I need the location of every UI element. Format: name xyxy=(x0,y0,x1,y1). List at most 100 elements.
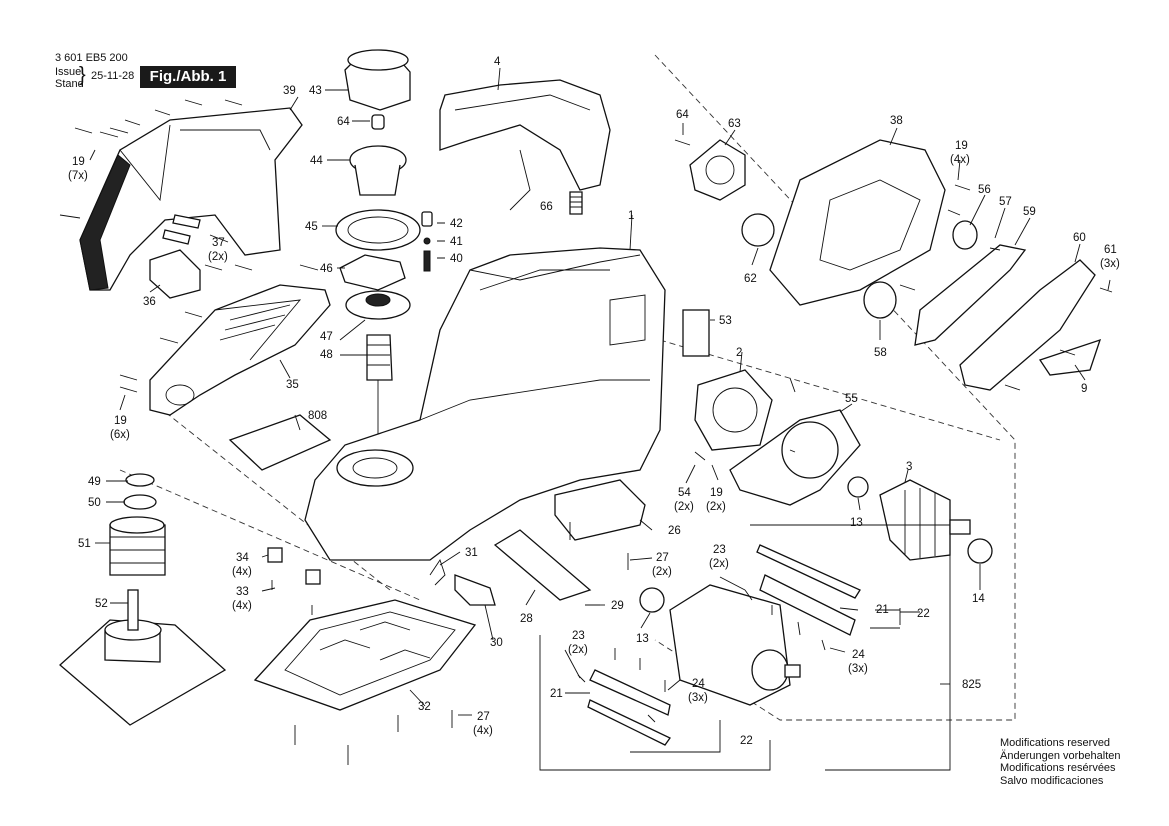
nut-34b xyxy=(305,569,321,585)
label-2: 2 xyxy=(736,347,742,359)
housing-half-35 xyxy=(149,284,331,416)
label-31: 31 xyxy=(465,547,478,559)
label-58: 58 xyxy=(874,347,887,359)
label-57: 57 xyxy=(999,196,1012,208)
armature-3 xyxy=(879,479,971,561)
label-62: 62 xyxy=(744,273,757,285)
label-47: 47 xyxy=(320,331,333,343)
label-13b: 13 xyxy=(636,633,649,645)
label-22a: 22 xyxy=(917,608,930,620)
label-19d-qty: (2x) xyxy=(706,501,726,513)
label-64a: 64 xyxy=(337,116,350,128)
main-housing-1 xyxy=(304,247,666,561)
label-21b: 21 xyxy=(550,688,563,700)
fan-cover-55 xyxy=(729,409,861,506)
label-24b-qty: (3x) xyxy=(688,692,708,704)
figure-title: Fig./Abb. 1 xyxy=(140,66,236,88)
base-plate-32 xyxy=(253,599,477,711)
modification-notes: Modifications reserved Änderungen vorbeh… xyxy=(1000,737,1120,787)
label-50: 50 xyxy=(88,497,101,509)
label-34-qty: (4x) xyxy=(232,566,252,578)
label-55: 55 xyxy=(845,393,858,405)
label-37: 37 xyxy=(212,237,225,249)
label-42: 42 xyxy=(450,218,463,230)
label-46: 46 xyxy=(320,263,333,275)
pulley-58 xyxy=(863,281,897,319)
label-808 xyxy=(228,414,332,471)
label-23a: 23 xyxy=(713,544,726,556)
brace-glyph: } xyxy=(79,64,86,86)
guide-28 xyxy=(493,529,592,601)
note-de: Änderungen vorbehalten xyxy=(1000,749,1121,762)
label-825: 825 xyxy=(962,679,981,691)
label-27a: 27 xyxy=(656,552,669,564)
spring-37b xyxy=(162,229,191,245)
pin-42 xyxy=(421,211,433,227)
label-21a: 21 xyxy=(876,604,889,616)
ring-49 xyxy=(125,473,155,487)
stand-label: Stand xyxy=(55,78,84,90)
blade-21b xyxy=(589,669,671,716)
guide-26 xyxy=(554,479,646,541)
label-51: 51 xyxy=(78,538,91,550)
pin-40 xyxy=(423,250,431,272)
label-13a: 13 xyxy=(850,517,863,529)
label-64b: 64 xyxy=(676,109,689,121)
leader-lines xyxy=(89,67,1111,716)
bearing-13a xyxy=(847,476,869,498)
bracket-4 xyxy=(439,79,611,211)
blade-21a xyxy=(759,574,856,636)
label-28: 28 xyxy=(520,613,533,625)
label-34: 34 xyxy=(236,552,249,564)
label-24a: 24 xyxy=(852,649,865,661)
label-23b: 23 xyxy=(572,630,585,642)
spring-37a xyxy=(172,214,201,229)
label-53: 53 xyxy=(719,315,732,327)
label-27b: 27 xyxy=(477,711,490,723)
pulley-56 xyxy=(952,220,978,250)
blade-22a xyxy=(756,544,861,599)
label-19a: 19 xyxy=(72,156,85,168)
label-22b: 22 xyxy=(740,735,753,747)
label-61: 61 xyxy=(1104,244,1117,256)
bearing-13b xyxy=(639,587,665,613)
label-39: 39 xyxy=(283,85,296,97)
label-59: 59 xyxy=(1023,206,1036,218)
label-45: 45 xyxy=(305,221,318,233)
label-4: 4 xyxy=(494,56,501,68)
label-33: 33 xyxy=(236,586,249,598)
bearing-62 xyxy=(741,213,775,247)
plate-53 xyxy=(682,309,710,357)
label-66: 66 xyxy=(540,201,553,213)
belt-59 xyxy=(914,244,1027,346)
label-3: 3 xyxy=(906,461,912,473)
label-38: 38 xyxy=(890,115,903,127)
part-label-group: 39 43 64 44 45 42 41 40 46 47 48 4 66 1 … xyxy=(68,56,1120,747)
knob-30 xyxy=(454,574,496,606)
label-54: 54 xyxy=(678,487,691,499)
ball-41 xyxy=(423,237,431,245)
label-19d: 19 xyxy=(710,487,723,499)
spring-66 xyxy=(569,191,583,215)
label-19c-qty: (4x) xyxy=(950,154,970,166)
note-es: Salvo modificaciones xyxy=(1000,774,1104,787)
label-24b: 24 xyxy=(692,678,705,690)
issue-label: Issue xyxy=(55,66,82,78)
label-27b-qty: (4x) xyxy=(473,725,493,737)
nut-34 xyxy=(267,547,283,563)
label-54-qty: (2x) xyxy=(674,501,694,513)
label-1: 1 xyxy=(628,210,634,222)
label-63: 63 xyxy=(728,118,741,130)
ring-50 xyxy=(123,494,157,510)
label-23a-qty: (2x) xyxy=(709,558,729,570)
bellows-51 xyxy=(109,516,166,576)
label-808: 808 xyxy=(308,410,327,422)
label-30: 30 xyxy=(490,637,503,649)
label-52: 52 xyxy=(95,598,108,610)
belt-cover-38 xyxy=(769,139,946,306)
holder-63 xyxy=(689,139,746,201)
label-33-qty: (4x) xyxy=(232,600,252,612)
label-49: 49 xyxy=(88,476,101,488)
label-48: 48 xyxy=(320,349,333,361)
